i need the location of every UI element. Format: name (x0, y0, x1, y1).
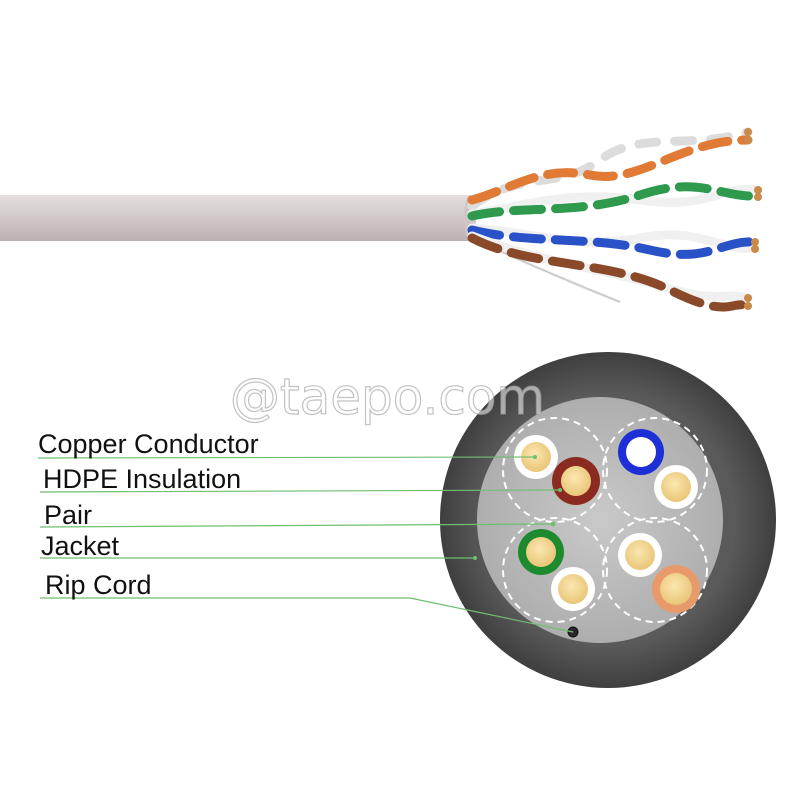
leader-dots (473, 455, 562, 560)
watermark: @taepo.com (230, 368, 545, 426)
pair-boundary-bottom-left (502, 517, 608, 623)
cross-section (440, 352, 776, 688)
blue-twisted-pair (467, 223, 760, 259)
leader-hdpe-insulation (39, 489, 561, 493)
cable-side-view (0, 127, 763, 312)
brown-twisted-pair (467, 231, 753, 312)
label-jacket: Jacket (41, 531, 120, 561)
orange-pair-section (618, 533, 700, 613)
label-copper-conductor: Copper Conductor (38, 429, 259, 459)
leader-rip-cord (40, 597, 574, 633)
leader-lines (37, 456, 574, 633)
orange-twisted-pair (467, 127, 753, 211)
leader-pair (39, 523, 554, 528)
label-rip-cord: Rip Cord (45, 570, 152, 600)
green-pair-section (518, 529, 595, 611)
label-pair: Pair (44, 500, 92, 530)
cable-sheath (0, 195, 470, 241)
green-twisted-pair (467, 182, 763, 221)
pair-boundary-top-right (602, 417, 708, 523)
leader-copper-conductor (37, 456, 536, 459)
pair-boundary-top-left (502, 417, 608, 523)
pair-boundary-bottom-right (602, 517, 708, 623)
label-hdpe-insulation: HDPE Insulation (43, 464, 241, 494)
blue-pair-section (618, 429, 698, 509)
